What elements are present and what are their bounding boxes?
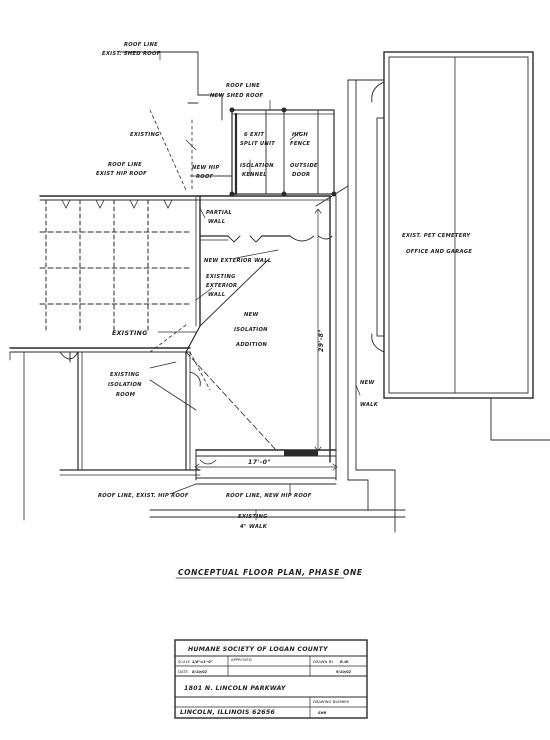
label-roof-line-new-hip-bottom: ROOF LINE, NEW HIP ROOF xyxy=(226,493,312,499)
plan-labels: ROOF LINE EXIST. SHED ROOF ROOF LINE NEW… xyxy=(96,42,472,530)
title-block-checked-value: 9/10/02 xyxy=(336,670,352,674)
label-roof-line-exist-hip-bottom: ROOF LINE, EXIST. HIP ROOF xyxy=(98,493,189,499)
label-new-isolation-addition-2: ISOLATION xyxy=(234,327,268,333)
dimension-horizontal-label: 17'-0" xyxy=(248,459,271,466)
label-isolation-kennel-1: ISOLATION xyxy=(240,163,274,169)
title-block-text: HUMANE SOCIETY OF LOGAN COUNTY SCALE 1/8… xyxy=(178,646,352,716)
label-roof-line-exist-hip-1: ROOF LINE xyxy=(108,162,142,168)
label-pet-cemetery-1: EXIST. PET CEMETERY xyxy=(402,233,471,239)
label-partial-wall-2: WALL xyxy=(208,219,225,225)
label-new-walk-1: NEW xyxy=(360,380,375,386)
label-new-isolation-addition-1: NEW xyxy=(244,312,259,318)
existing-shed-roof xyxy=(119,51,223,121)
dimension-vertical-label: 29'-8" xyxy=(318,329,325,352)
label-outside-door-1: OUTSIDE xyxy=(290,163,318,169)
label-outside-door-2: DOOR xyxy=(292,172,310,178)
label-existing-exterior-wall-2: EXTERIOR xyxy=(206,283,237,289)
title-block-scale-label: SCALE xyxy=(178,659,191,664)
label-existing-isolation-room-2: ISOLATION xyxy=(108,382,142,388)
label-existing-walk-2: 4" WALK xyxy=(240,524,268,530)
label-leaders xyxy=(149,51,361,521)
label-existing-isolation-room-1: EXISTING xyxy=(110,372,140,378)
existing-building xyxy=(9,195,201,521)
label-new-hip-roof-2: ROOF xyxy=(196,174,214,180)
title-block-drawn-label: DRAWN BY xyxy=(313,659,334,664)
label-high-fence-1: HIGH xyxy=(292,132,308,138)
title-block-drawing-number-label: DRAWING NUMBER xyxy=(313,699,350,704)
label-exit-split-unit-2: SPLIT UNIT xyxy=(240,141,275,147)
title-block-date-value: 8/10/02 xyxy=(192,670,208,674)
label-existing-exterior-wall-3: WALL xyxy=(208,292,225,298)
isolation-addition xyxy=(149,185,349,485)
title-block-drawn-value: R.W. xyxy=(340,660,349,664)
label-existing-mid: EXISTING xyxy=(112,330,148,337)
site-lines xyxy=(149,79,406,533)
existing-hip-roof xyxy=(149,109,211,391)
drawing-title: CONCEPTUAL FLOOR PLAN, PHASE ONE xyxy=(178,568,363,577)
label-roof-line-exist-shed-1: ROOF LINE xyxy=(124,42,158,48)
label-new-isolation-addition-3: ADDITION xyxy=(235,342,268,348)
title-block-date-label: DATE xyxy=(178,669,188,674)
title-block-org: HUMANE SOCIETY OF LOGAN COUNTY xyxy=(188,646,328,653)
title-block-scale-value: 1/8"=1'-0" xyxy=(192,660,213,664)
label-roof-line-new-shed-1: ROOF LINE xyxy=(226,83,260,89)
label-existing-top: EXISTING xyxy=(130,132,160,138)
title-block-drawing-number: SHR xyxy=(318,711,327,715)
label-roof-line-exist-shed-2: EXIST. SHED ROOF xyxy=(102,51,161,57)
label-existing-isolation-room-3: ROOM xyxy=(116,392,136,398)
label-roof-line-exist-hip-2: EXIST HIP ROOF xyxy=(96,171,147,177)
label-pet-cemetery-2: OFFICE AND GARAGE xyxy=(406,249,472,255)
label-existing-exterior-wall-1: EXISTING xyxy=(206,274,236,280)
label-exit-split-unit-1: 6 EXIT xyxy=(244,132,264,138)
label-partial-wall-1: PARTIAL xyxy=(206,210,232,216)
label-roof-line-new-shed-2: NEW SHED ROOF xyxy=(210,93,264,99)
title-block-city: LINCOLN, ILLINOIS 62656 xyxy=(180,709,276,716)
dimension-lines xyxy=(194,208,338,471)
label-new-exterior-wall: NEW EXTERIOR WALL xyxy=(204,258,271,264)
pet-cemetery-building xyxy=(371,51,550,441)
label-new-walk-2: WALK xyxy=(360,402,379,408)
label-isolation-kennel-2: KENNEL xyxy=(242,172,267,178)
title-block-approved-label: APPROVED xyxy=(231,657,252,662)
title-block xyxy=(174,639,368,719)
label-high-fence-2: FENCE xyxy=(290,141,310,147)
isolation-kennel xyxy=(229,107,337,197)
label-existing-walk-1: EXISTING xyxy=(238,514,268,520)
title-block-address: 1801 N. LINCOLN PARKWAY xyxy=(184,685,286,692)
label-new-hip-roof-1: NEW HIP xyxy=(192,165,220,171)
